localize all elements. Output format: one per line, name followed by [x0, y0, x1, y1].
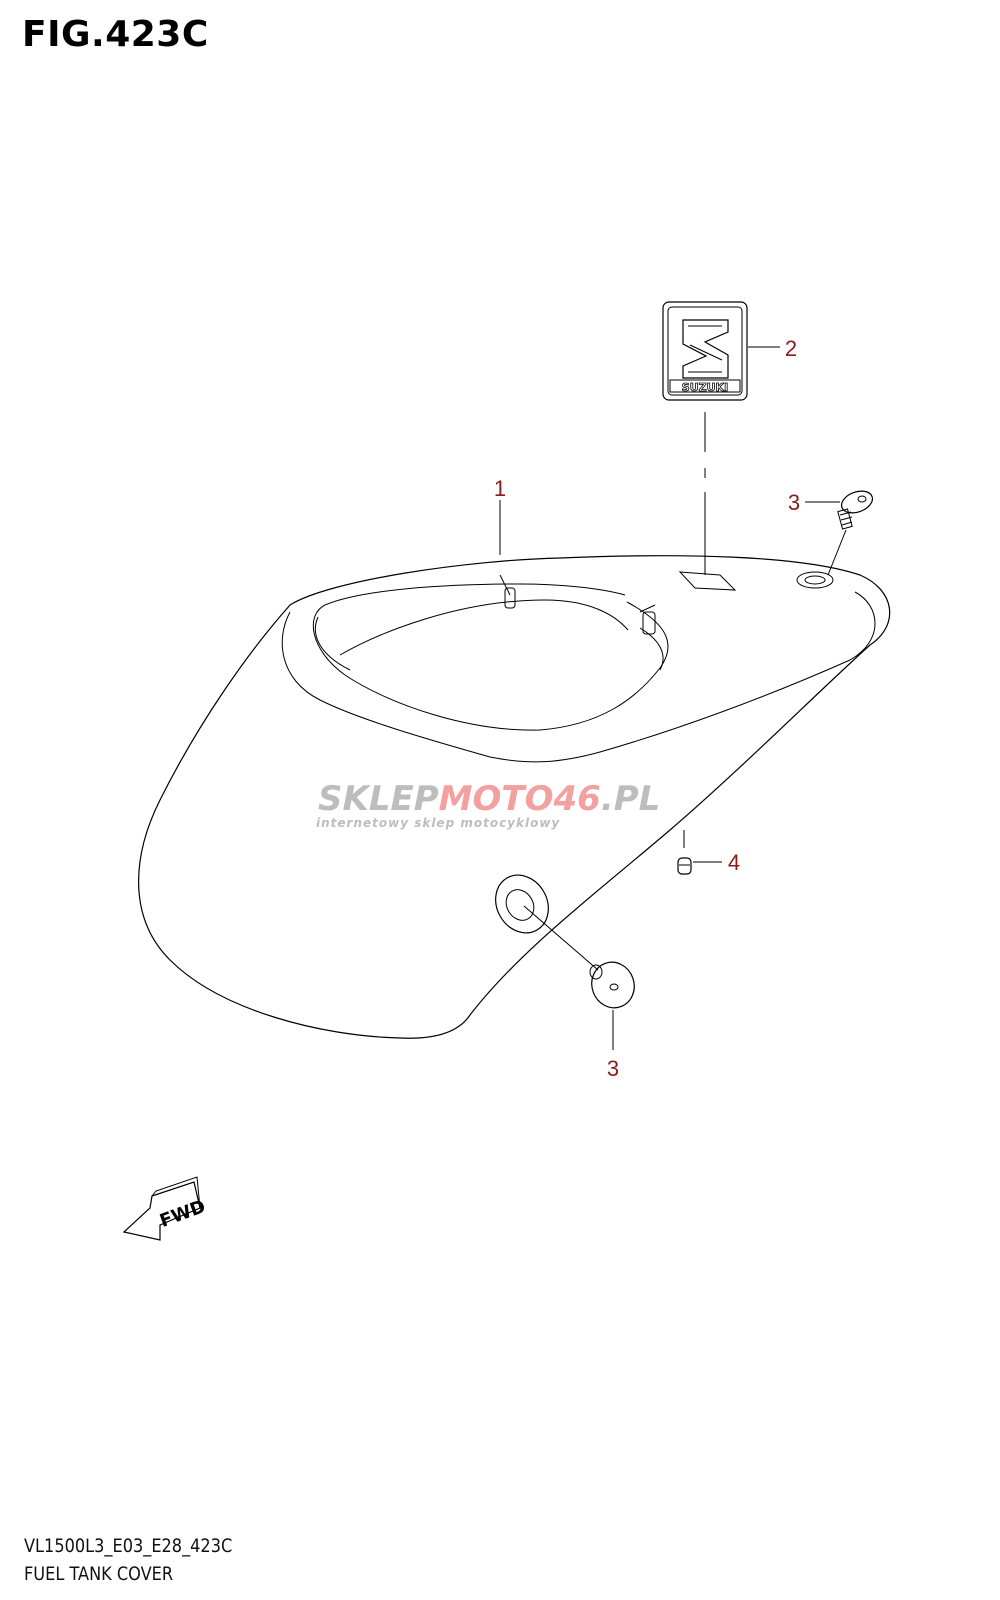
figure-title: FIG.423C	[22, 14, 209, 55]
callout-3-bottom: 3	[607, 1056, 619, 1081]
watermark-part4: .PL	[601, 779, 661, 819]
screw-top[interactable]	[837, 487, 876, 530]
svg-text:SKLEPMOTO46.PL: SKLEPMOTO46.PL	[318, 779, 660, 819]
fwd-text: FWD	[157, 1196, 208, 1232]
watermark-part3: 46	[553, 779, 601, 819]
watermark-part1: SKLEP	[318, 779, 439, 819]
figure-code: VL1500L3_E03_E28_423C	[24, 1535, 233, 1557]
emblem-text: SUZUKI	[682, 381, 728, 394]
watermark-part2: MOTO	[439, 779, 554, 819]
watermark: SKLEPMOTO46.PL internetowy sklep motocyk…	[316, 779, 660, 830]
callout-2: 2	[785, 336, 797, 361]
suzuki-emblem[interactable]: SUZUKI	[662, 301, 748, 401]
fuel-tank-cover[interactable]	[138, 555, 891, 1039]
screw-bottom[interactable]	[585, 956, 640, 1014]
watermark-tagline: internetowy sklep motocyklowy	[316, 816, 560, 830]
callout-3-top: 3	[788, 490, 800, 515]
nut[interactable]	[677, 857, 692, 875]
fwd-arrow: FWD	[122, 1176, 208, 1241]
callout-4: 4	[728, 850, 740, 875]
callout-1: 1	[494, 476, 506, 501]
leader-lines	[499, 346, 847, 1050]
figure-name: FUEL TANK COVER	[24, 1563, 174, 1585]
grommet[interactable]	[485, 866, 558, 943]
